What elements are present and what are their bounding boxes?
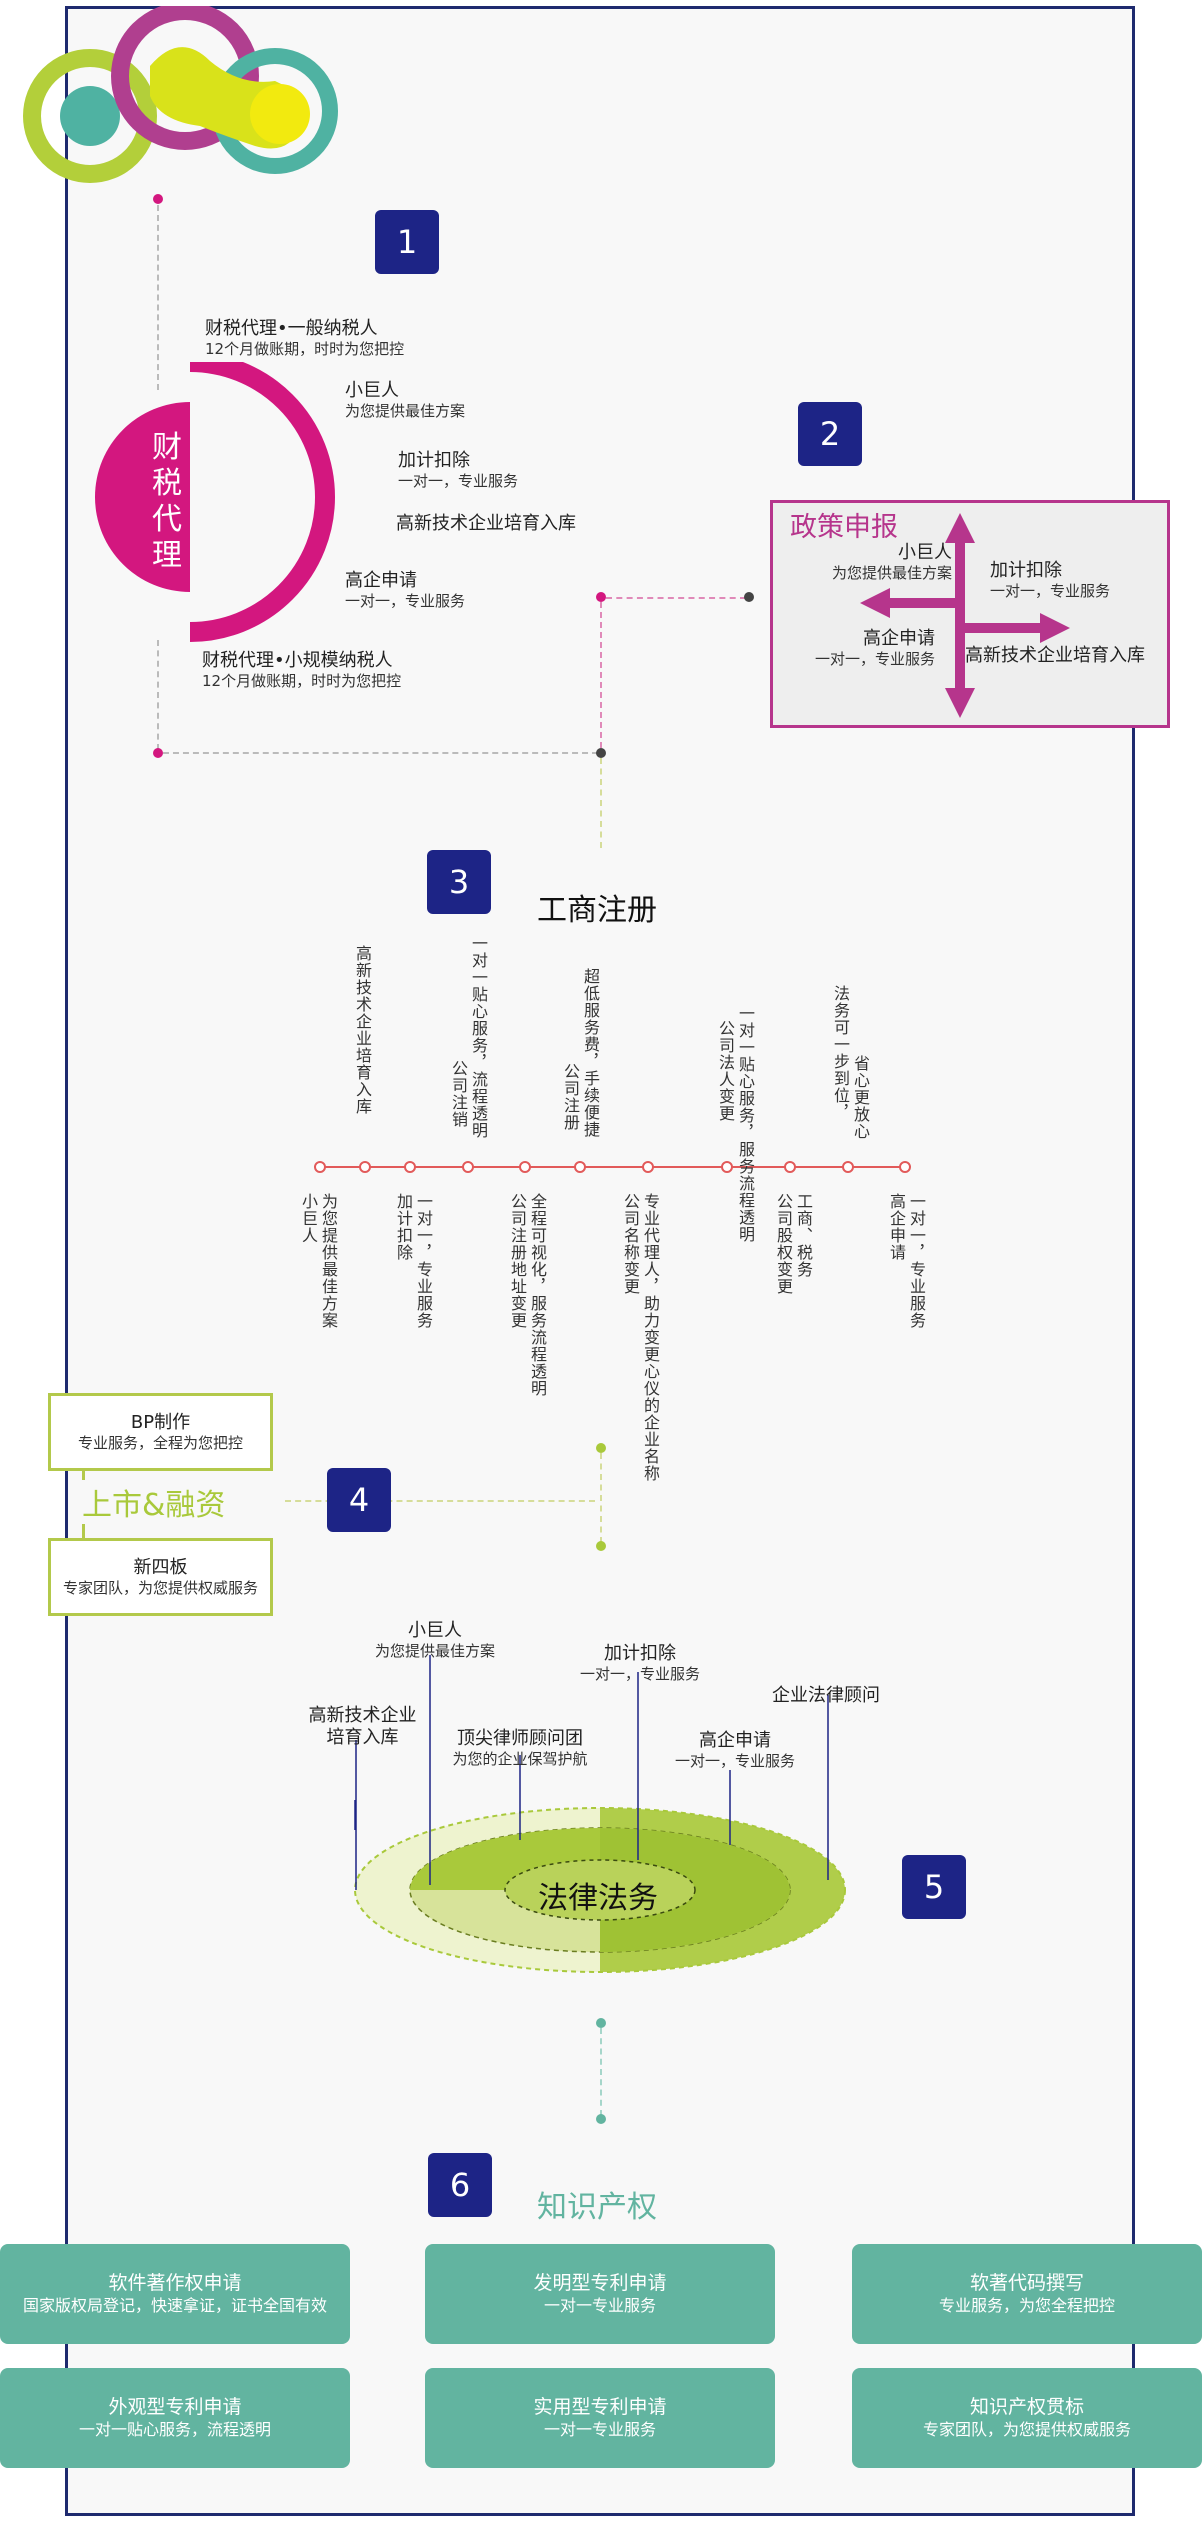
timeline-top-company-deregistration: 公司注销 一对一贴心服务，流程透明 <box>449 935 488 1139</box>
connector-dot <box>596 2114 606 2124</box>
policy-declaration-title: 政策申报 <box>790 512 898 543</box>
s1-item-little-giant: 小巨人为您提供最佳方案 <box>345 380 466 420</box>
connector-line <box>285 1500 595 1502</box>
connector-dot <box>596 748 606 758</box>
section-number-6: 6 <box>428 2153 492 2217</box>
tax-agency-semicircle <box>95 362 335 642</box>
connector-line <box>163 752 598 754</box>
section-number-5: 5 <box>902 1855 966 1919</box>
connector-line <box>600 2028 602 2116</box>
legal-services-target <box>354 1800 846 1973</box>
timeline-bottom-equity-change: 公司股权变更 工商、税务 <box>774 1193 813 1295</box>
brand-logo <box>23 6 338 183</box>
intellectual-property-title: 知识产权 <box>537 2190 657 2225</box>
business-registration-title: 工商注册 <box>537 893 657 928</box>
ip-card-software-copyright[interactable]: 软件著作权申请国家版权局登记，快速拿证，证书全国有效 <box>0 2244 350 2344</box>
registration-timeline <box>314 1161 911 1173</box>
timeline-top-legal-person-change: 公司法人变更 一对一贴心服务，服务流程透明 <box>716 1005 755 1243</box>
s2-item-little-giant: 小巨人为您提供最佳方案 <box>831 542 952 582</box>
listing-financing-title: 上市&融资 <box>82 1480 226 1524</box>
connector-dot <box>744 592 754 602</box>
timeline-bottom-address-change: 公司注册地址变更 全程可视化，服务流程透明 <box>508 1193 547 1397</box>
s5-label-hitech-application: 高企申请一对一，专业服务 <box>674 1730 795 1770</box>
connector-dot <box>153 748 163 758</box>
tax-agency-center-label: 财税代理 <box>152 430 182 573</box>
bp-production-box: BP制作专业服务，全程为您把控 <box>48 1393 273 1471</box>
s2-item-extra-deduction: 加计扣除一对一，专业服务 <box>990 560 1111 600</box>
connector-line <box>600 758 602 848</box>
connector-line <box>157 640 159 750</box>
s5-label-hitech-incubation: 高新技术企业培育入库 <box>308 1705 417 1748</box>
timeline-bottom-name-change: 公司名称变更 专业代理人，助力变更心仪的企业名称 <box>621 1193 660 1482</box>
section-number-4: 4 <box>327 1468 391 1532</box>
section-number-3: 3 <box>427 850 491 914</box>
section-number-1: 1 <box>375 210 439 274</box>
connector-line <box>606 597 746 599</box>
ip-card-invention-patent[interactable]: 发明型专利申请一对一专业服务 <box>425 2244 775 2344</box>
timeline-top-hitech-incubation: 高新技术企业培育入库 <box>353 945 372 1115</box>
connector-dot <box>596 1443 606 1453</box>
timeline-top-company-registration: 公司注册 超低服务费，手续便捷 <box>561 968 600 1138</box>
s2-item-hitech-application: 高企申请一对一，专业服务 <box>814 628 935 668</box>
connector-dot <box>596 2018 606 2028</box>
timeline-bottom-hitech-application: 高企申请 一对一，专业服务 <box>887 1193 926 1329</box>
legal-services-center-label: 法律法务 <box>538 1881 658 1916</box>
s1-item-hitech-application: 高企申请一对一，专业服务 <box>345 570 466 610</box>
new-fourth-board-box: 新四板专家团队，为您提供权威服务 <box>48 1538 273 1616</box>
connector-line <box>600 602 602 748</box>
timeline-bottom-little-giant: 小巨人 为您提供最佳方案 <box>299 1193 338 1329</box>
section-number-2: 2 <box>798 402 862 466</box>
s1-item-hitech-incubation: 高新技术企业培育入库 <box>396 513 576 534</box>
s5-label-little-giant: 小巨人为您提供最佳方案 <box>374 1620 495 1660</box>
timeline-top-legal-one-stop: 法务可一步到位， 省心更放心 <box>831 985 870 1140</box>
policy-cross-arrows <box>860 513 1070 718</box>
ip-card-design-patent[interactable]: 外观型专利申请一对一贴心服务，流程透明 <box>0 2368 350 2468</box>
connector-dot <box>596 592 606 602</box>
ip-card-software-code-writing[interactable]: 软著代码撰写专业服务，为您全程把控 <box>852 2244 1202 2344</box>
connector-line <box>157 205 159 390</box>
s5-label-top-lawyers: 顶尖律师顾问团为您的企业保驾护航 <box>452 1728 588 1768</box>
s1-item-extra-deduction: 加计扣除一对一，专业服务 <box>398 450 519 490</box>
connector-dot <box>596 1541 606 1551</box>
s2-item-hitech-incubation: 高新技术企业培育入库 <box>965 645 1145 666</box>
ip-card-utility-patent[interactable]: 实用型专利申请一对一专业服务 <box>425 2368 775 2468</box>
timeline-bottom-extra-deduction: 加计扣除 一对一，专业服务 <box>394 1193 433 1329</box>
connector-dot <box>153 194 163 204</box>
s5-label-extra-deduction: 加计扣除一对一，专业服务 <box>579 1643 700 1683</box>
legal-label-lines <box>355 1655 829 1890</box>
s5-label-legal-advisor: 企业法律顾问 <box>772 1685 880 1706</box>
connector-line <box>600 1453 602 1543</box>
ip-card-ip-standard[interactable]: 知识产权贯标专家团队，为您提供权威服务 <box>852 2368 1202 2468</box>
